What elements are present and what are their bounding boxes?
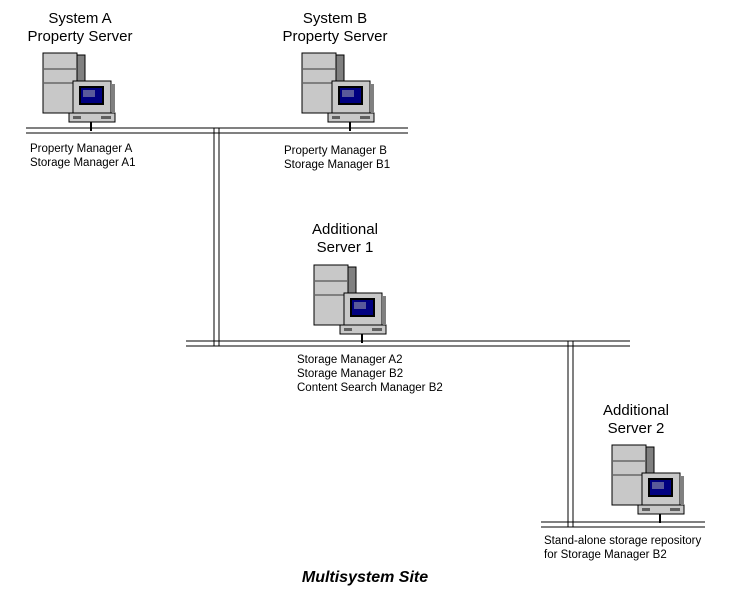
server-computer-icon: [42, 52, 116, 132]
server-title-line: System B: [302, 10, 368, 27]
server-title-line: System A: [48, 10, 112, 27]
server-computer-icon: [301, 52, 375, 132]
server-title: Additional Server 1: [280, 221, 410, 257]
role-label: Storage Manager A2: [297, 354, 403, 366]
diagram-caption: Multisystem Site: [301, 569, 429, 586]
server-roles: Property Manager B Storage Manager B1: [284, 145, 390, 173]
server-title: System B Property Server: [270, 10, 400, 46]
role-label: Stand-alone storage repository: [544, 535, 702, 547]
server-roles: Storage Manager A2 Storage Manager B2 Co…: [297, 354, 443, 395]
server-title: System A Property Server: [15, 10, 145, 46]
server-computer-icon: [611, 444, 685, 524]
role-label: Storage Manager A1: [30, 156, 136, 169]
server-roles: Stand-alone storage repository for Stora…: [544, 535, 701, 563]
server-computer-icon: [313, 264, 387, 344]
server-title-line: Server 2: [607, 420, 665, 437]
role-label: for Storage Manager B2: [544, 548, 667, 561]
server-title-line: Property Server: [282, 28, 388, 45]
server-title: Additional Server 2: [571, 402, 701, 438]
server-roles: Property Manager A Storage Manager A1: [30, 143, 136, 171]
server-title-line: Property Server: [27, 28, 133, 45]
role-label: Property Manager B: [284, 145, 387, 157]
role-label: Content Search Manager B2: [297, 381, 443, 394]
role-label: Storage Manager B2: [297, 367, 404, 380]
network-cables: [26, 127, 705, 528]
role-label: Storage Manager B1: [284, 158, 391, 171]
server-title-line: Server 1: [316, 239, 374, 256]
server-title-line: Additional: [603, 402, 669, 419]
role-label: Property Manager A: [30, 143, 133, 155]
server-title-line: Additional: [312, 221, 378, 238]
